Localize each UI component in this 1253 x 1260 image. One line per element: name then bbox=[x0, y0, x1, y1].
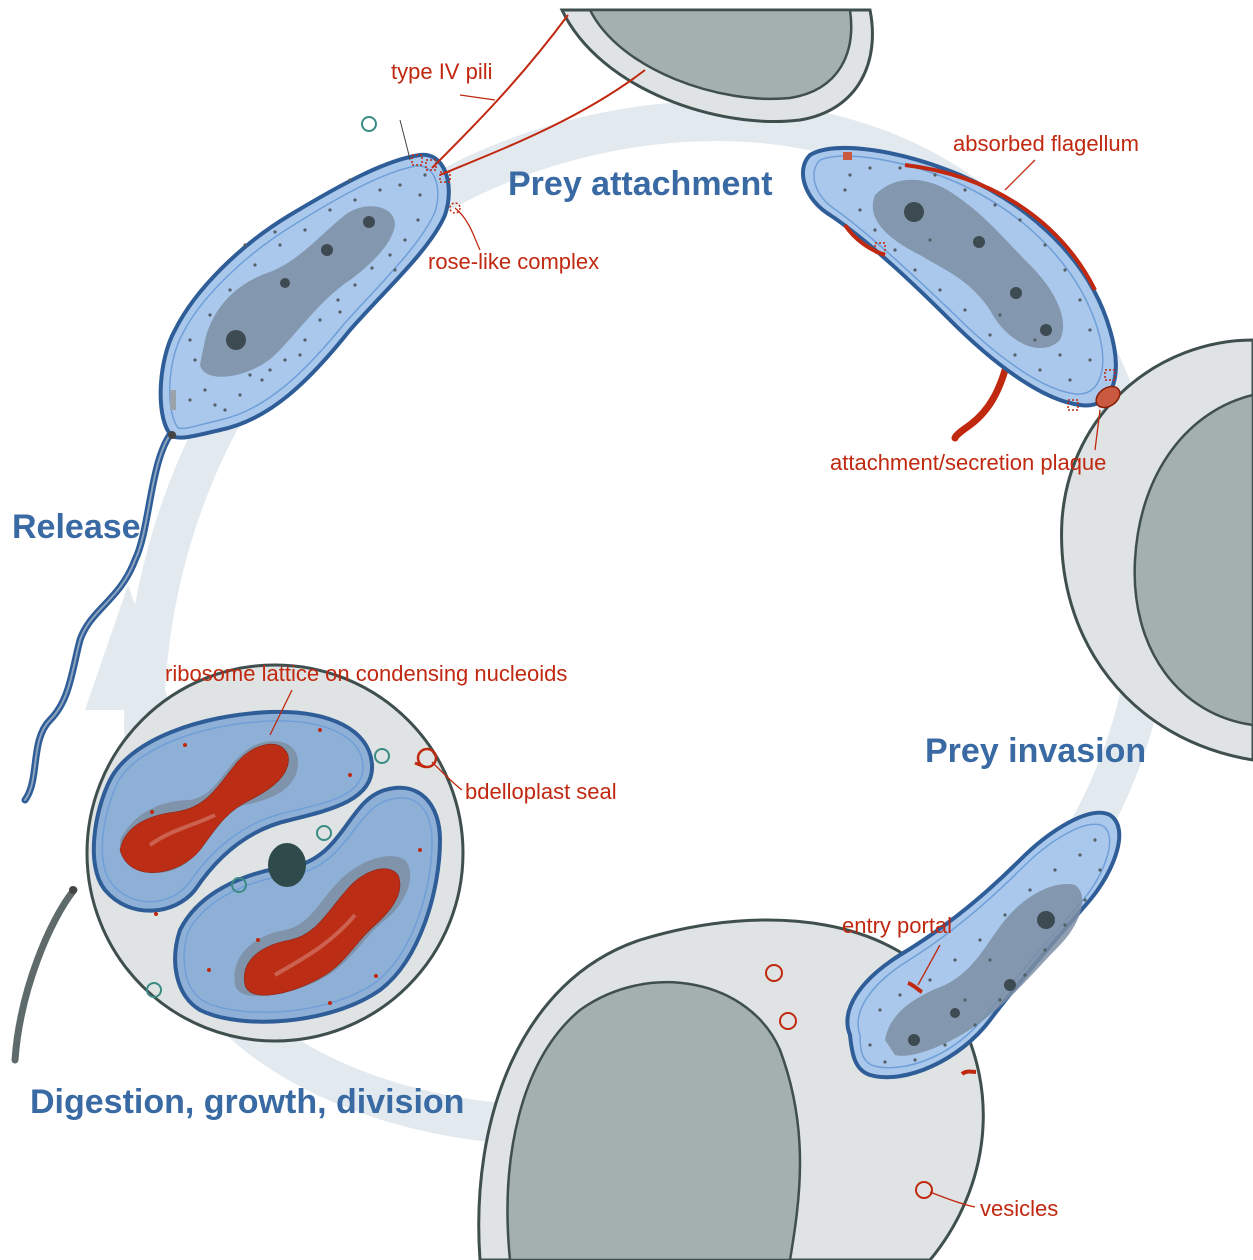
absorbed-flagellum-trail bbox=[955, 360, 1008, 438]
vesicle-teal bbox=[362, 117, 376, 131]
bdelloplast bbox=[15, 665, 463, 1060]
callout-attachment-plaque: attachment/secretion plaque bbox=[830, 450, 1106, 475]
prey-nucleus-remnant bbox=[268, 843, 306, 887]
callout-rose-like-complex: rose-like complex bbox=[428, 249, 599, 274]
stage-label-prey-invasion: Prey invasion bbox=[925, 732, 1146, 770]
stage-label-digestion: Digestion, growth, division bbox=[30, 1083, 464, 1121]
callout-entry-portal: entry portal bbox=[842, 913, 952, 938]
callout-absorbed-flagellum: absorbed flagellum bbox=[953, 131, 1139, 156]
prey-cell-top bbox=[562, 10, 872, 122]
stage-label-release: Release bbox=[12, 508, 141, 546]
attached-bdellovibrio-cell bbox=[803, 148, 1124, 438]
callout-type-iv-pili: type IV pili bbox=[391, 59, 493, 84]
stage-label-prey-attachment: Prey attachment bbox=[508, 165, 773, 203]
flagellar-motor bbox=[168, 431, 176, 439]
callout-vesicles: vesicles bbox=[980, 1196, 1058, 1221]
callout-ribosome-lattice: ribosome lattice on condensing nucleoids bbox=[165, 661, 567, 686]
callout-bdelloplast-seal: bdelloplast seal bbox=[465, 779, 617, 804]
